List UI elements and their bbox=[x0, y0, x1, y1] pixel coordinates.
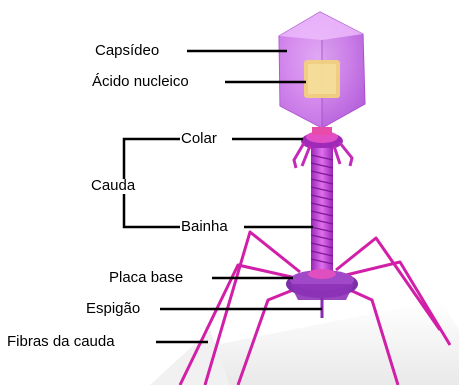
tail-sheath bbox=[311, 148, 333, 272]
label-base-plate: Placa base bbox=[109, 269, 183, 287]
label-capsid: Capsídeo bbox=[95, 42, 159, 60]
label-nucleic-acid: Ácido nucleico bbox=[92, 73, 189, 91]
label-spike: Espigão bbox=[86, 300, 140, 318]
label-tail: Cauda bbox=[91, 177, 135, 195]
label-tail-fibers: Fibras da cauda bbox=[7, 333, 115, 351]
label-sheath: Bainha bbox=[181, 218, 228, 236]
label-collar: Colar bbox=[181, 130, 217, 148]
